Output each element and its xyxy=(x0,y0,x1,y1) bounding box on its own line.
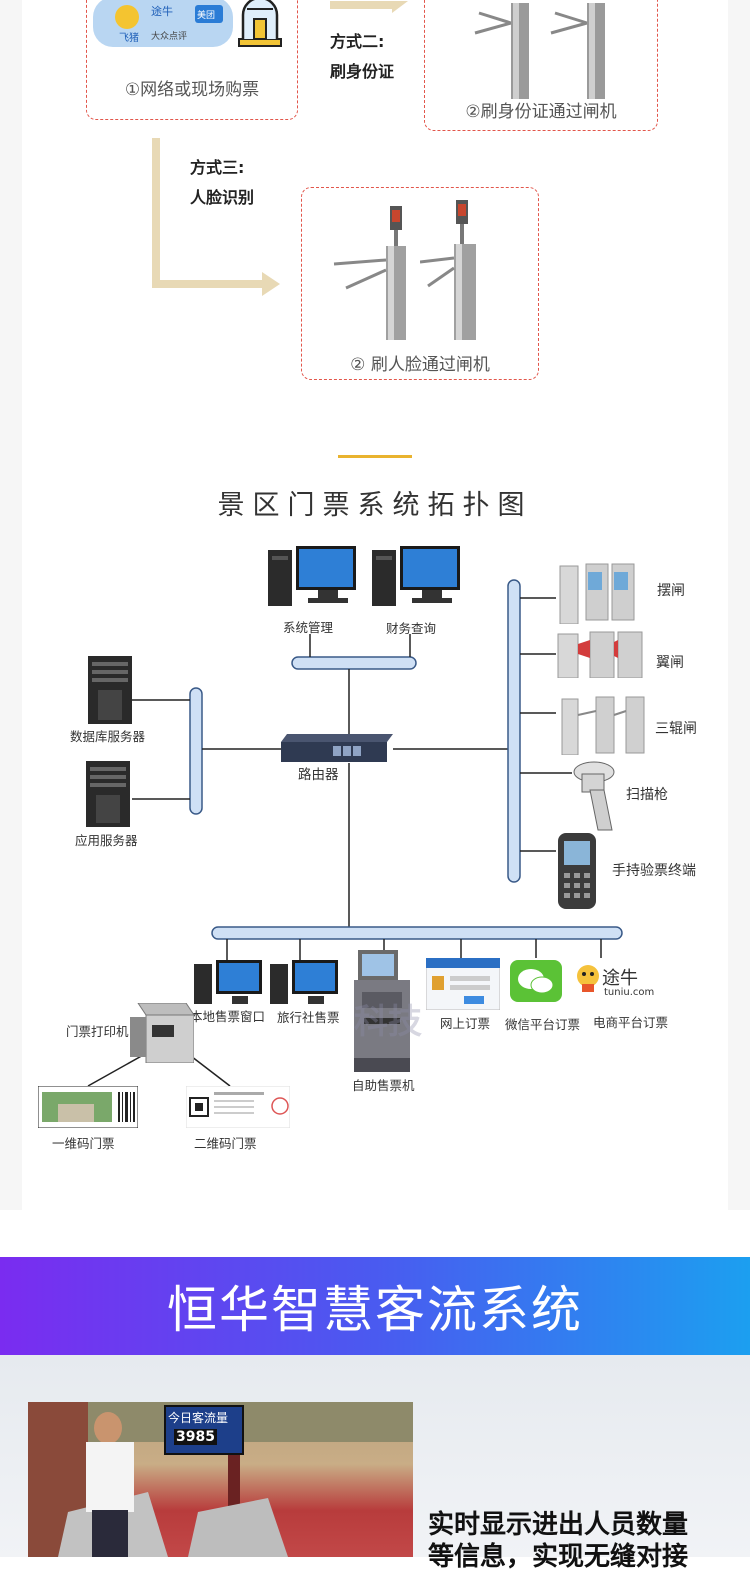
travel-sales-computer-icon xyxy=(270,960,340,1008)
tripod-gate-label: 三辊闸 xyxy=(655,721,697,737)
box1-caption: ①网络或现场购票 xyxy=(124,80,260,100)
travel-sales-label: 旅行社售票 xyxy=(277,1010,340,1025)
section-banner xyxy=(0,1257,750,1355)
tuniu-logo-label: 途牛 xyxy=(151,5,173,18)
online-label: 网上订票 xyxy=(440,1016,491,1031)
tuniu-logo-icon xyxy=(576,962,600,992)
meituan-logo xyxy=(195,5,223,23)
tuniu-name: 途牛 xyxy=(602,968,638,989)
handheld-label: 手持验票终端 xyxy=(612,863,696,879)
app-server-label: 应用服务器 xyxy=(75,833,138,848)
self-kiosk-label: 自助售票机 xyxy=(352,1078,415,1093)
face-gate-right xyxy=(419,194,510,340)
screen-title: 今日客流量 xyxy=(168,1411,229,1425)
swing-gate-icon xyxy=(556,562,646,625)
online-booking-screen-icon xyxy=(425,957,501,1011)
ticket-printer-icon xyxy=(128,1002,195,1064)
printer-label: 门票打印机 xyxy=(66,1024,129,1039)
banner-title: 恒华智慧客流系统 xyxy=(167,1281,583,1339)
barcode-scanner-icon xyxy=(572,760,618,832)
app-server-icon xyxy=(86,761,130,827)
swing-gate-label: 摆闸 xyxy=(657,583,685,599)
topology-lines xyxy=(87,579,623,1087)
left-margin xyxy=(0,0,22,1210)
method2-desc: 刷身份证 xyxy=(330,62,395,81)
feizhu-label: 飞猪 xyxy=(119,33,139,44)
db-server-icon xyxy=(88,656,132,724)
tripod-gate-left xyxy=(471,3,533,99)
handheld-terminal-icon xyxy=(554,833,600,909)
method3-desc: 人脸识别 xyxy=(190,188,255,207)
right-margin xyxy=(728,0,750,1210)
face-gate-box: ② 刷人脸通过闸机 xyxy=(301,187,539,380)
tripod-gate-right xyxy=(547,3,609,99)
screen-count: 3985 xyxy=(174,1429,217,1445)
qrcode-ticket-label: 二维码门票 xyxy=(194,1136,257,1151)
description-line2: 等信息，实现无缝对接 xyxy=(428,1542,689,1572)
ticket-purchase-box: 飞猪 途牛 美团 大众点评 ①网络或现场购票 xyxy=(86,0,298,120)
finance-label: 财务查询 xyxy=(386,621,437,636)
ticket-booth-icon xyxy=(237,0,283,47)
method2-title: 方式二: xyxy=(330,32,385,51)
section-divider xyxy=(338,455,412,458)
ecommerce-label: 电商平台订票 xyxy=(593,1015,669,1030)
description-line1: 实时显示进出人员数量 xyxy=(428,1510,689,1540)
router-label: 路由器 xyxy=(298,767,339,783)
sys-mgmt-label: 系统管理 xyxy=(283,620,334,635)
db-server-label: 数据库服务器 xyxy=(70,729,146,744)
topology-title: 景区门票系统拓扑图 xyxy=(217,490,533,521)
tripod-gate-icon xyxy=(556,693,646,756)
face-gate-left xyxy=(330,200,420,340)
id-card-gate-box: ②刷身份证通过闸机 xyxy=(424,0,658,131)
box2-caption: ②刷身份证通过闸机 xyxy=(465,102,617,122)
barcode-ticket-image xyxy=(37,1085,139,1129)
sys-mgmt-computer-icon xyxy=(268,546,358,610)
tuniu-url: tuniu.com xyxy=(604,987,655,998)
local-sales-label: 本地售票窗口 xyxy=(190,1009,266,1024)
qrcode-ticket-image xyxy=(185,1085,291,1129)
flow-display-screen: 今日客流量 3985 xyxy=(164,1405,244,1455)
wing-gate-icon xyxy=(556,628,646,679)
box3-caption: ② 刷人脸通过闸机 xyxy=(350,355,490,375)
meituan-label: 美团 xyxy=(197,11,216,21)
finance-computer-icon xyxy=(372,546,462,610)
local-sales-computer-icon xyxy=(194,960,264,1008)
arrow-right-top xyxy=(330,0,410,14)
wing-gate-label: 翼闸 xyxy=(656,655,684,671)
wechat-icon xyxy=(510,960,562,1002)
barcode-ticket-label: 一维码门票 xyxy=(52,1136,115,1151)
wechat-label: 微信平台订票 xyxy=(505,1017,581,1032)
dazhong-label: 大众点评 xyxy=(151,32,188,42)
method3-title: 方式三: xyxy=(190,158,245,177)
router-icon xyxy=(281,734,393,762)
watermark-text: 科技 xyxy=(354,1002,422,1042)
self-service-kiosk-icon xyxy=(350,948,414,1072)
feizhu-logo xyxy=(115,5,139,29)
arrow-down-right xyxy=(150,138,284,296)
scanner-label: 扫描枪 xyxy=(626,787,668,803)
